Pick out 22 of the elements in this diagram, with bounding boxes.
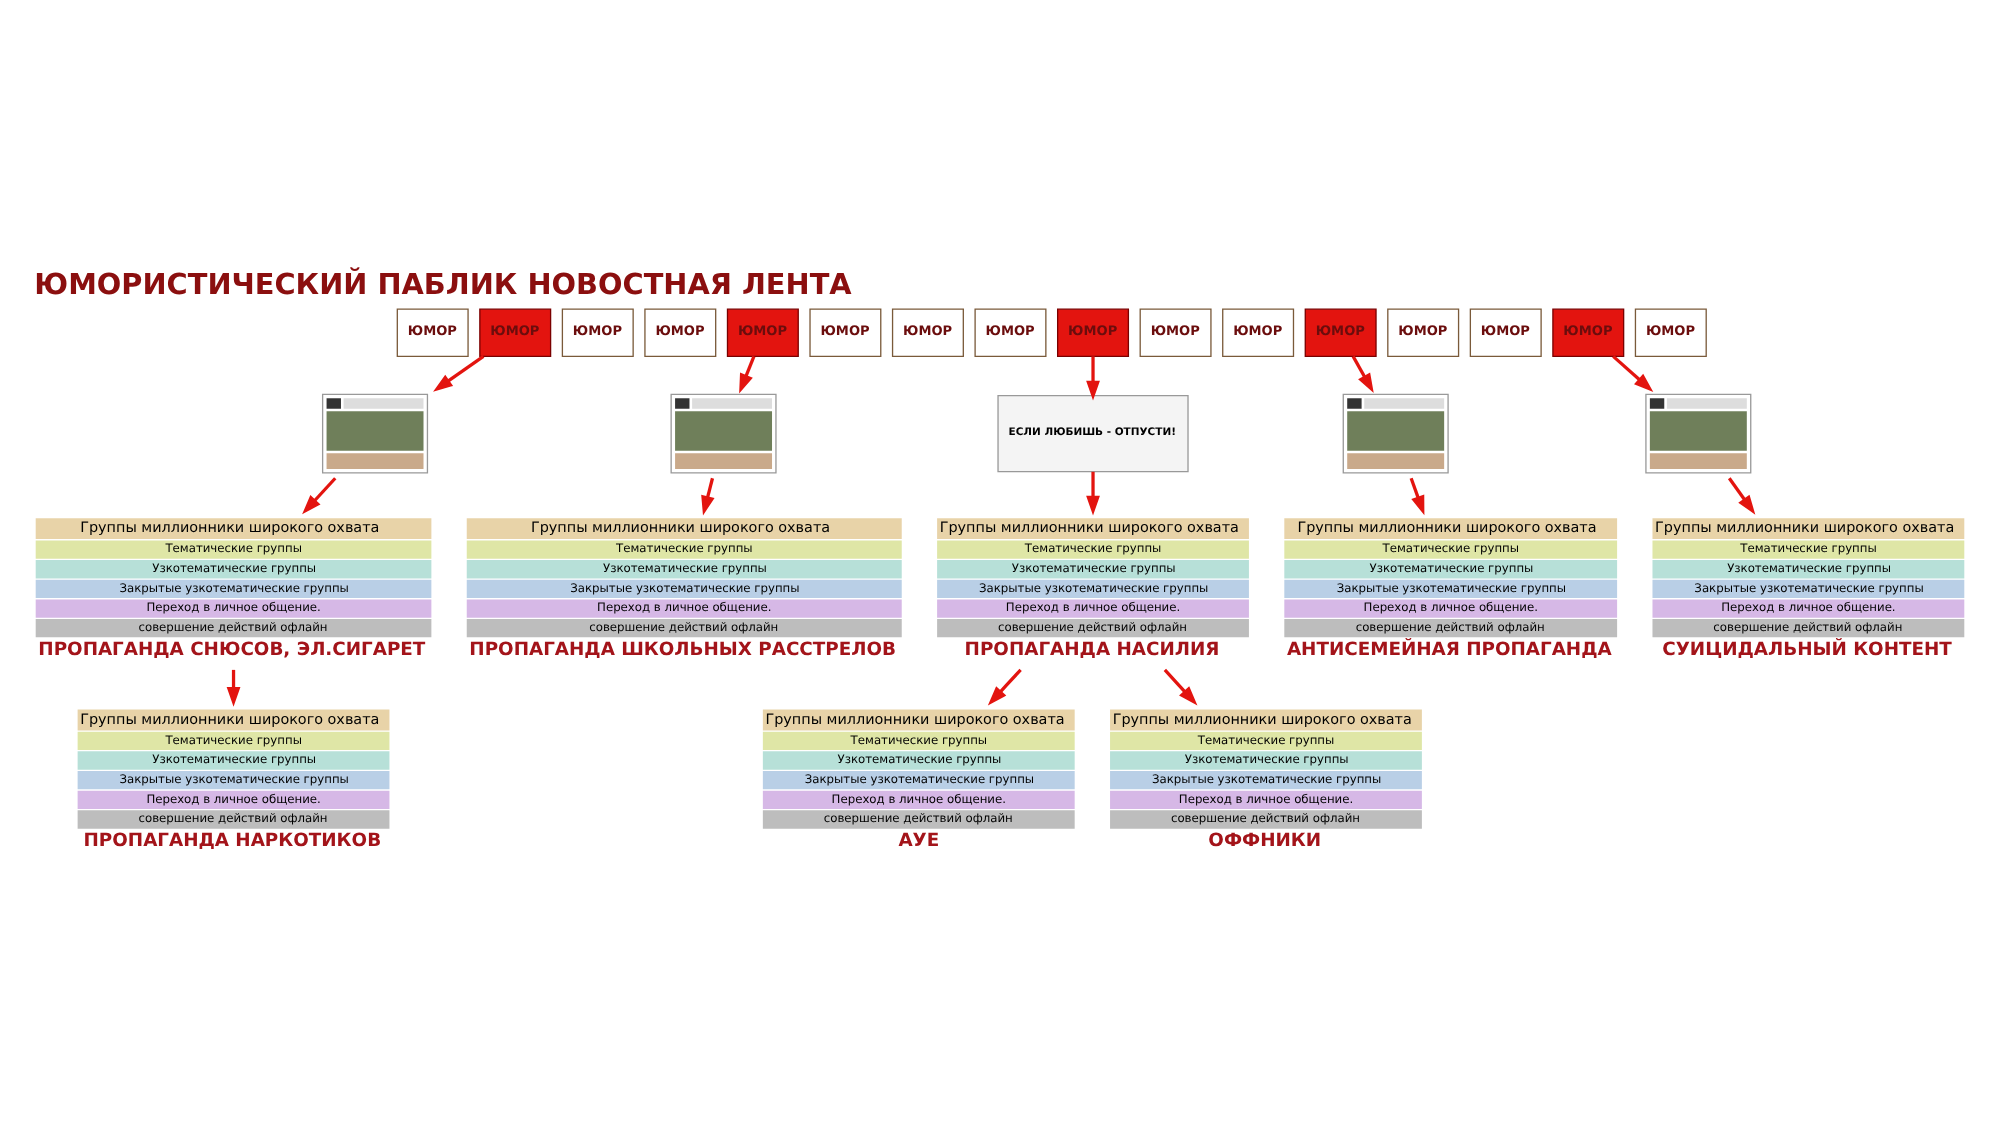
diagram-title: ЮМОРИСТИЧЕСКИЙ ПАБЛИК НОВОСТНАЯ ЛЕНТА [34,269,852,302]
arrow [1409,476,1425,515]
node-label: ПРОПАГАНДА ШКОЛЬНЫХ РАССТРЕЛОВ [469,637,896,660]
arrow [1086,470,1100,515]
arrow [739,354,756,393]
node-label: ПРОПАГАНДА НАРКОТИКОВ [83,828,382,851]
arrow [302,476,337,514]
arrow [1351,354,1374,393]
arrow [226,668,241,706]
node-label: ОФФНИКИ [1208,828,1322,851]
arrow [1086,355,1100,400]
node-label: АНТИСЕМЕЙНАЯ ПРОПАГАНДА [1286,637,1612,660]
node-label: АУЕ [898,828,940,851]
node-label: ПРОПАГАНДА НАСИЛИЯ [964,637,1220,660]
arrow [1163,667,1198,705]
arrow [701,476,715,515]
node-label: СУИЦИДАЛЬНЫЙ КОНТЕНТ [1662,637,1952,660]
arrow [1727,476,1756,514]
arrow [987,667,1022,705]
node-label: ПРОПАГАНДА СНЮСОВ, ЭЛ.СИГАРЕТ [38,637,426,660]
arrow [1612,354,1654,392]
arrow [433,354,485,391]
